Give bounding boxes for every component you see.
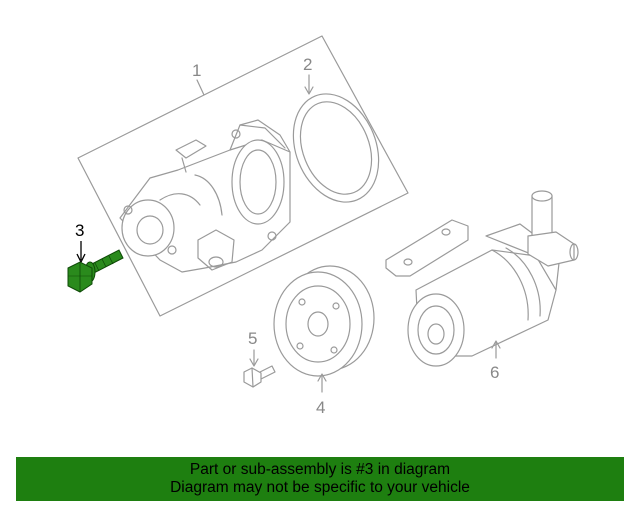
callout-2-arrow — [304, 86, 314, 95]
part-4-pulley — [273, 265, 375, 377]
callout-6-arrow — [491, 340, 501, 349]
callout-2: 2 — [303, 55, 312, 74]
part-6-motor — [385, 190, 579, 367]
callout-3: 3 — [75, 221, 84, 240]
callout-4: 4 — [316, 398, 325, 417]
banner-line-1: Part or sub-assembly is #3 in diagram — [189, 461, 451, 478]
callout-4-arrow — [317, 373, 327, 382]
banner-line-2: Diagram may not be specific to your vehi… — [170, 479, 470, 496]
part-3-bolt — [67, 249, 124, 293]
callout-5: 5 — [248, 329, 257, 348]
part-5-bolt — [243, 365, 276, 388]
info-banner: Part or sub-assembly is #3 in diagram Di… — [16, 457, 624, 501]
part-1-water-pump — [119, 119, 291, 273]
callout-5-arrow — [249, 358, 259, 367]
callout-6: 6 — [490, 363, 499, 382]
callout-1: 1 — [192, 61, 201, 80]
callout-1-leader — [196, 79, 205, 96]
part-2-gasket — [292, 93, 380, 203]
